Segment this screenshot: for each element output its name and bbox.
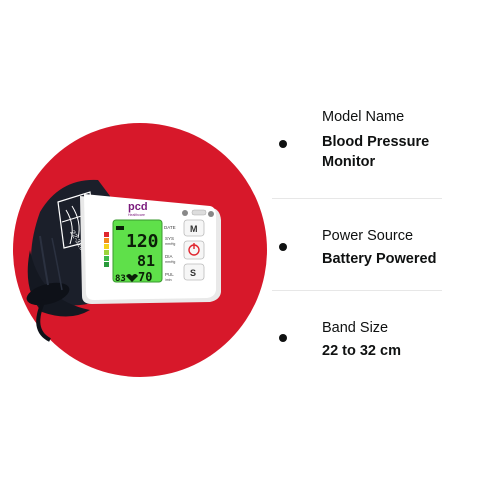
spec-label: Model Name — [322, 109, 405, 125]
spec-value: Blood Pressure Monitor — [322, 134, 430, 170]
spec-row-band-size: Band Size 22 to 32 cm — [272, 290, 442, 390]
systolic-reading: 120 — [126, 231, 159, 252]
sys-unit: mmHg — [165, 242, 175, 246]
power-button[interactable] — [183, 240, 205, 260]
user-icon-2 — [208, 211, 214, 217]
sys-label: SYS — [165, 236, 174, 241]
pul-unit: /min — [165, 278, 172, 282]
cuff-tube — [36, 299, 52, 342]
spec-list: Model Name Blood Pressure Monitor Power … — [272, 95, 442, 390]
user-switch — [191, 209, 207, 216]
brand-tagline: Healthcare — [128, 213, 145, 217]
lcd-display: 120 81 70 83 — [112, 219, 163, 284]
spec-row-power-source: Power Source Battery Powered — [272, 198, 442, 290]
battery-icon — [116, 226, 124, 230]
diastolic-reading: 81 — [137, 252, 155, 270]
user-icon — [182, 210, 188, 216]
spec-row-model-name: Model Name Blood Pressure Monitor — [272, 95, 442, 198]
memory-button[interactable]: M — [183, 219, 205, 237]
brand-logo: pcd — [128, 201, 148, 213]
svg-text:M: M — [190, 224, 198, 234]
top-icons — [182, 209, 214, 217]
memory-number: 83 — [115, 274, 126, 284]
bullet-icon — [279, 140, 287, 148]
spec-value: 22 to 32 cm — [322, 343, 401, 359]
dia-unit: mmHg — [165, 260, 175, 264]
dia-label: DIA — [165, 254, 173, 259]
heart-icon — [126, 274, 138, 282]
blood-pressure-monitor-illustration: 22-32cm pcd Healthcare 120 81 70 83 — [13, 123, 267, 377]
pul-label: PUL — [165, 272, 174, 277]
spec-value: Battery Powered — [322, 251, 437, 267]
pulse-reading: 70 — [138, 270, 152, 284]
bullet-icon — [279, 334, 287, 342]
classification-indicator — [104, 232, 109, 267]
set-button[interactable]: S — [183, 263, 205, 281]
spec-label: Power Source — [322, 228, 414, 244]
product-image: 22-32cm pcd Healthcare 120 81 70 83 — [13, 123, 267, 377]
svg-text:S: S — [190, 268, 196, 278]
spec-label: Band Size — [322, 320, 389, 336]
bullet-icon — [279, 243, 287, 251]
date-label: DATE — [164, 225, 176, 230]
